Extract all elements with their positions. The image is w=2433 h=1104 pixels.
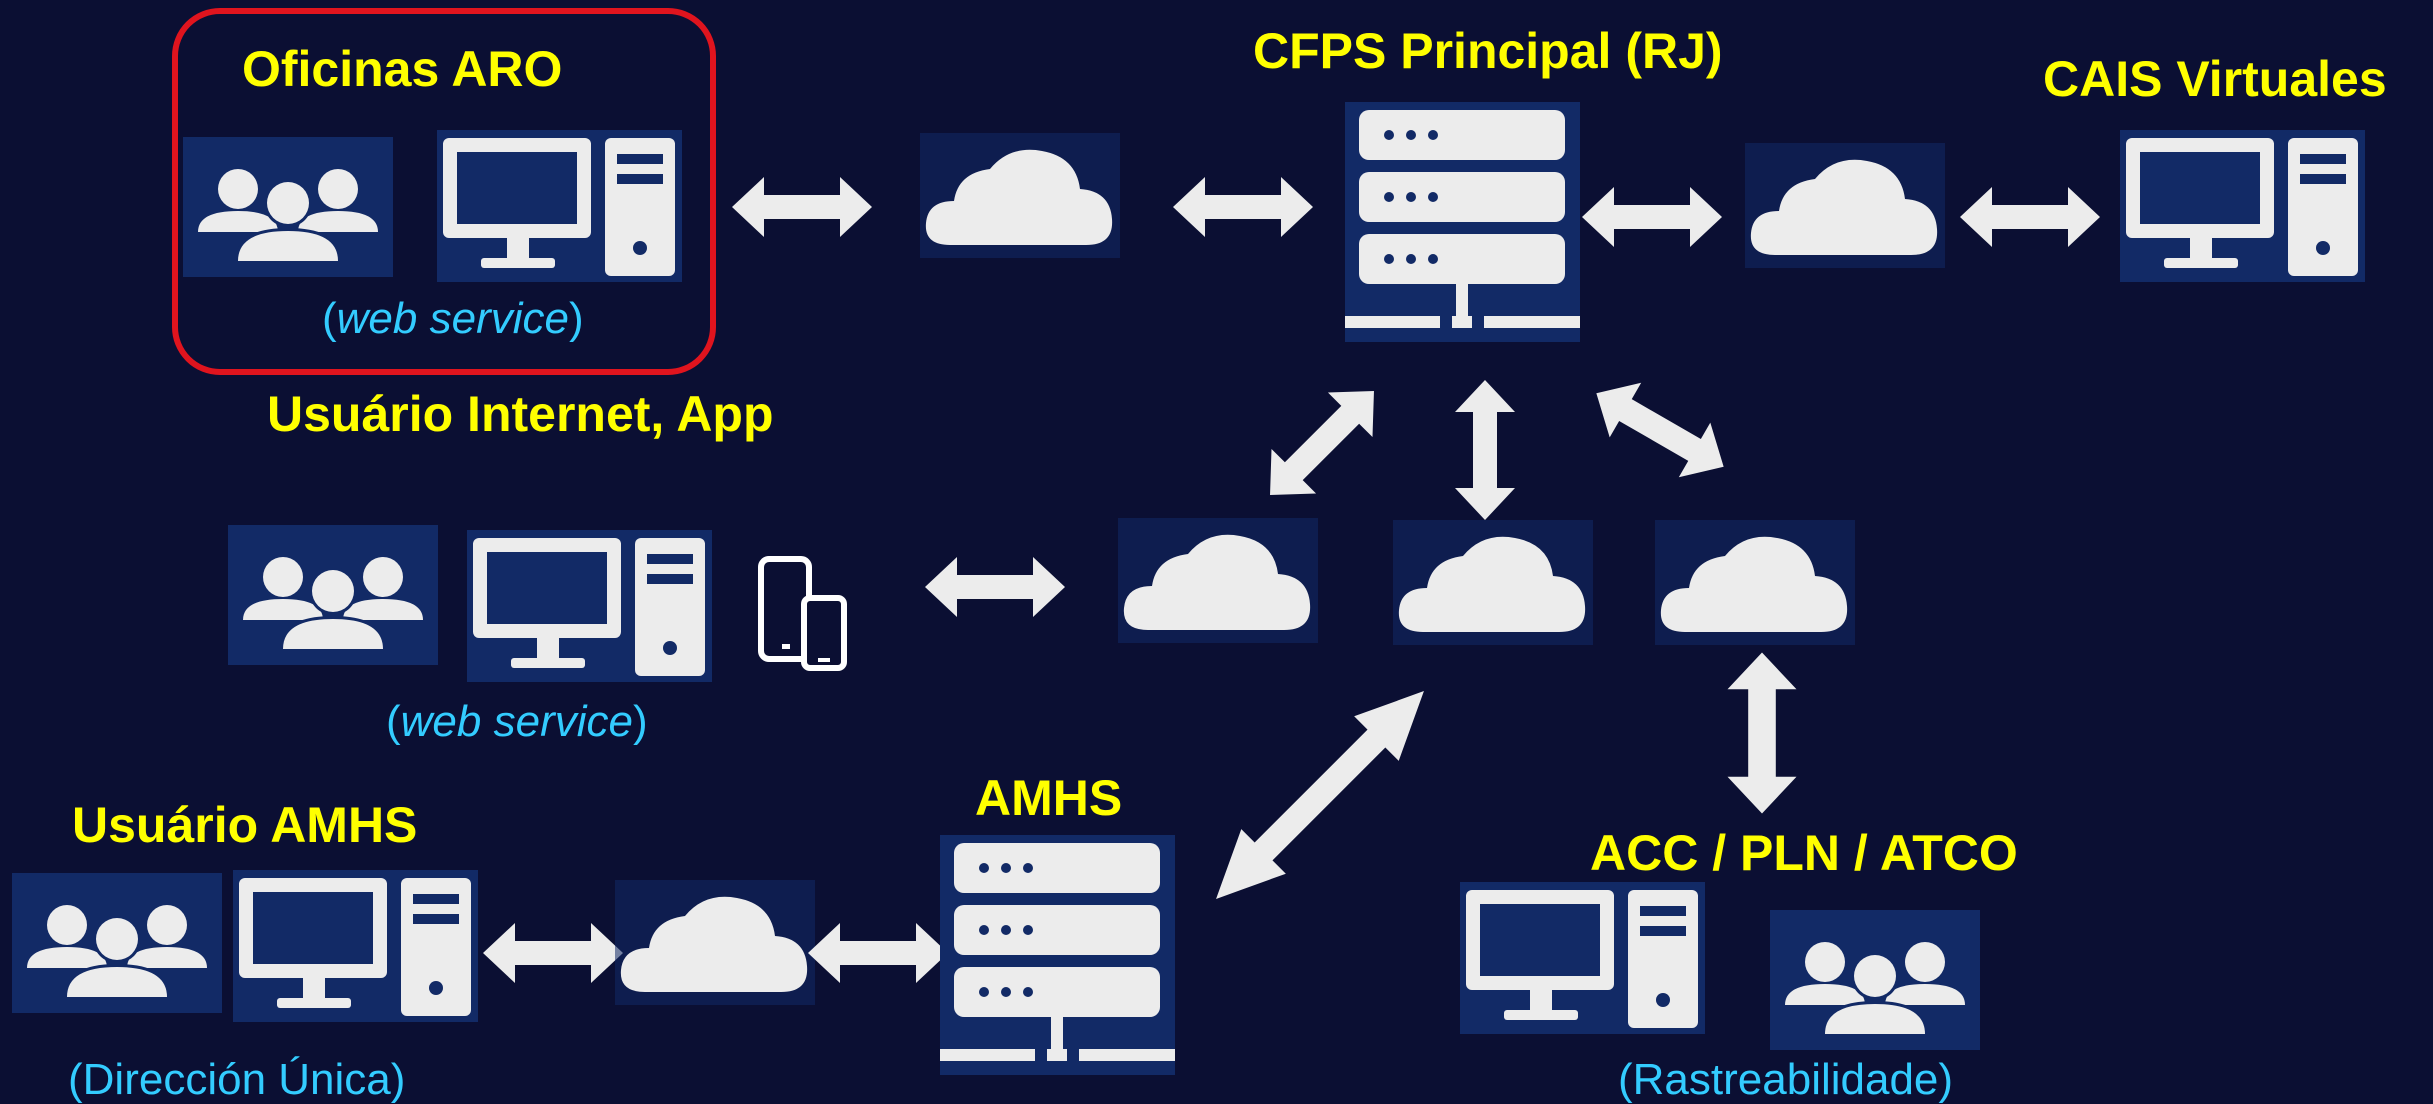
sublabel-internet-text: web service (400, 697, 633, 746)
cfps-down-arrow-icon (1455, 380, 1515, 520)
cais-cloud-icon (1745, 143, 1945, 268)
amhs-server-icon (940, 835, 1175, 1075)
aro-highlight-box (172, 8, 716, 375)
internet-computer-icon (467, 530, 712, 682)
middle-cloud-left-icon (1118, 518, 1318, 643)
cfps-server-icon (1345, 102, 1580, 342)
amhs-server-arrow-icon (808, 923, 948, 983)
aro-cloud-icon (920, 133, 1120, 258)
amhs-cloud-icon (615, 880, 815, 1005)
sublabel-internet-service: (web service) (386, 700, 648, 744)
middle-cloud-right-icon (1655, 520, 1855, 645)
internet-link-arrow-icon (925, 557, 1065, 617)
cfps-link-arrow-icon (1173, 177, 1313, 237)
sublabel-direccion-unica: (Dirección Única) (68, 1055, 406, 1104)
label-oficinas-aro: Oficinas ARO (242, 41, 563, 97)
sublabel-aro-close: ) (568, 294, 584, 343)
aro-link-arrow-icon (732, 177, 872, 237)
acc-users-icon (1770, 910, 1980, 1050)
cais-computer-arrow-icon (1960, 187, 2100, 247)
sublabel-aro-service: (web service) (322, 297, 584, 341)
label-cfps-principal: CFPS Principal (RJ) (1253, 23, 1723, 79)
cais-computer-icon (2120, 130, 2365, 282)
label-cais-virtuales: CAIS Virtuales (2043, 51, 2387, 107)
amhs-computer-icon (233, 870, 478, 1022)
acc-vertical-arrow-icon (1727, 652, 1797, 814)
sublabel-aro-open: ( (322, 294, 337, 343)
middle-cloud-center-icon (1393, 520, 1593, 645)
sublabel-aro-text: web service (336, 294, 569, 343)
sublabel-internet-close: ) (632, 697, 648, 746)
label-usuario-amhs: Usuário AMHS (72, 797, 418, 853)
sublabel-internet-open: ( (386, 697, 401, 746)
amhs-user-arrow-icon (483, 923, 623, 983)
amhs-diagonal-arrow-icon (1193, 668, 1447, 922)
acc-computer-icon (1460, 882, 1705, 1034)
cais-link-arrow-icon (1582, 187, 1722, 247)
label-acc-pln-atco: ACC / PLN / ATCO (1590, 825, 2018, 881)
amhs-users-icon (12, 873, 222, 1013)
cfps-left-arrow-icon (1247, 368, 1397, 518)
sublabel-rastreabilidade: (Rastreabilidade) (1618, 1055, 1954, 1104)
internet-users-icon (228, 525, 438, 665)
mobile-devices-icon (761, 559, 844, 668)
label-usuario-internet: Usuário Internet, App (267, 386, 774, 442)
cfps-right-arrow-icon (1580, 365, 1740, 495)
label-amhs: AMHS (975, 770, 1123, 826)
